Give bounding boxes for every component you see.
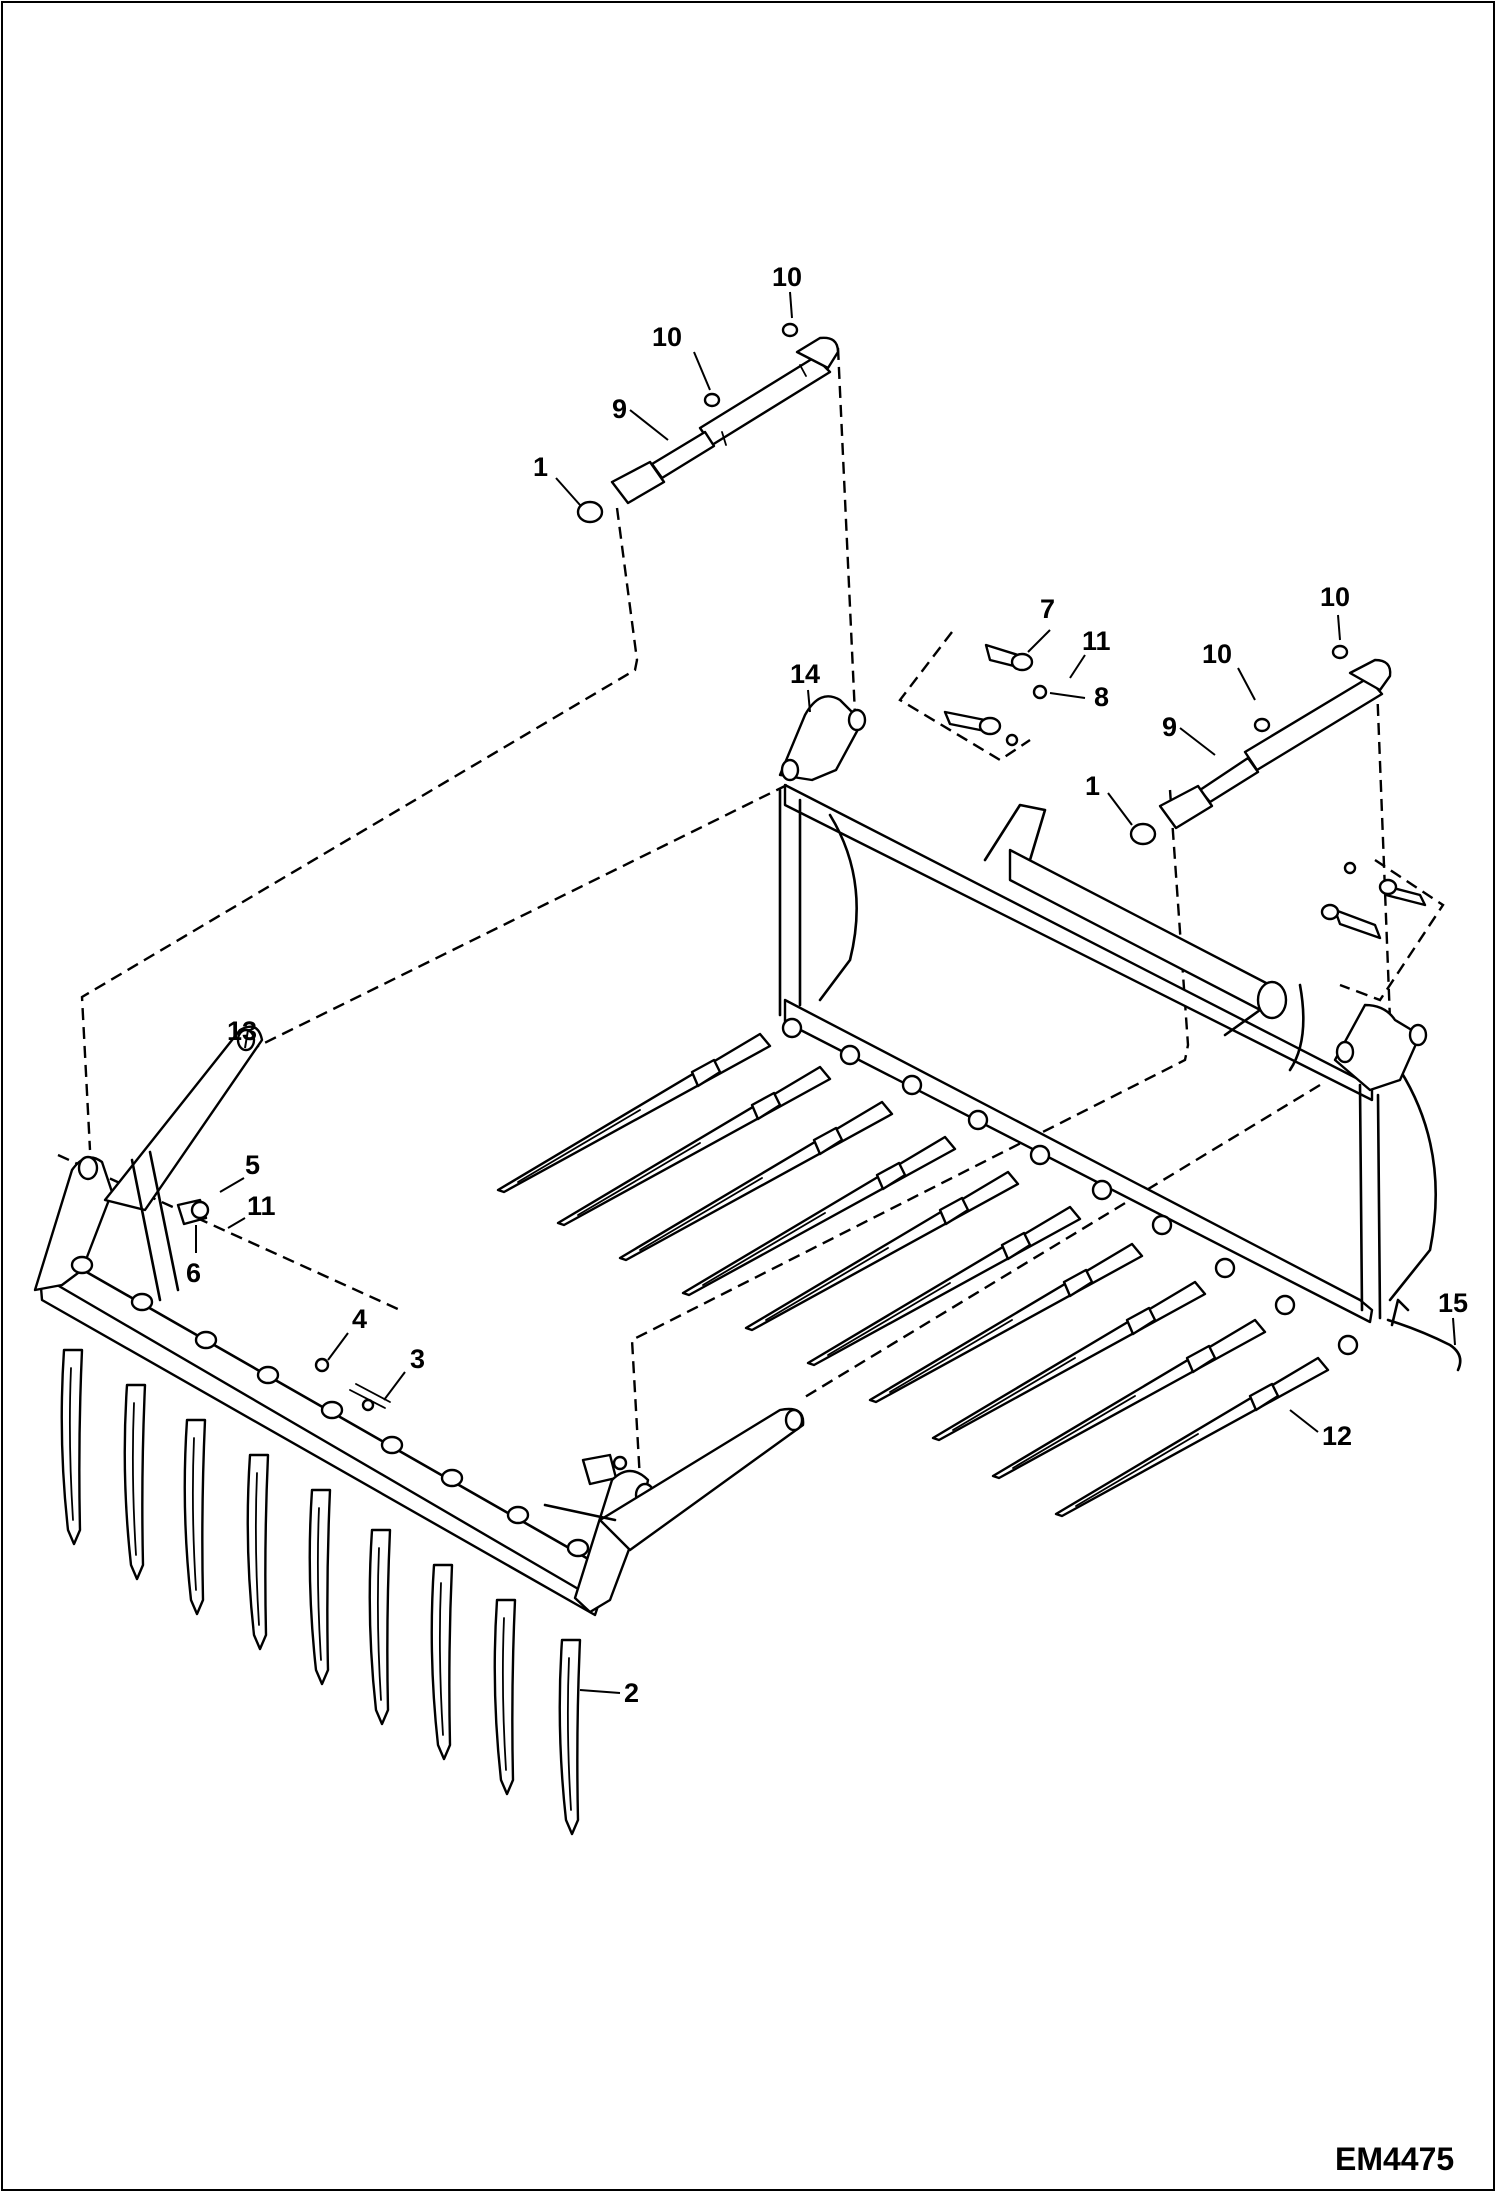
callout-10d: 10 — [1202, 639, 1232, 669]
carrier-frame — [778, 695, 1462, 1372]
hydraulic-cylinder-1 — [576, 322, 840, 524]
callout-10a: 10 — [772, 262, 802, 292]
callout-11a: 11 — [1082, 626, 1111, 656]
frame-tine — [868, 1242, 1144, 1404]
frame-tine — [806, 1205, 1082, 1367]
callout-4: 4 — [352, 1304, 367, 1334]
grapple-tine — [558, 1638, 582, 1836]
callout-10c: 10 — [1320, 582, 1350, 612]
frame-tine — [1054, 1356, 1330, 1518]
grapple-tine — [493, 1598, 517, 1796]
drawing-code: EM4475 — [1335, 2141, 1454, 2177]
grapple-tine — [123, 1383, 147, 1581]
callout-15: 15 — [1438, 1288, 1468, 1318]
frame-tine — [744, 1170, 1020, 1332]
grapple-collars — [70, 1255, 590, 1558]
grapple-tines — [60, 1348, 582, 1836]
frame-tine — [556, 1065, 832, 1227]
grapple-tine — [246, 1453, 270, 1651]
grapple-tine — [183, 1418, 207, 1616]
callout-11b: 11 — [247, 1191, 276, 1221]
washer-1b — [1129, 822, 1157, 846]
callout-5: 5 — [245, 1150, 260, 1180]
frame-tine — [681, 1135, 957, 1297]
grapple-tine — [60, 1348, 84, 1546]
grapple-assembly — [33, 1025, 805, 1617]
alignment-lines — [57, 347, 1445, 1481]
callout-10b: 10 — [652, 322, 682, 352]
callout-3: 3 — [410, 1344, 425, 1374]
pins-hardware — [176, 643, 1427, 1486]
callout-8: 8 — [1094, 682, 1109, 712]
callout-2: 2 — [624, 1678, 639, 1708]
leader-lines — [195, 291, 1456, 1694]
grapple-tine — [430, 1563, 454, 1761]
callout-labels: 10 10 9 1 7 11 8 14 10 10 9 1 13 5 11 6 … — [186, 262, 1468, 1708]
callout-6: 6 — [186, 1258, 201, 1288]
callout-14: 14 — [790, 659, 820, 689]
callout-1b: 1 — [1085, 771, 1100, 801]
grapple-tine — [308, 1488, 332, 1686]
tine-bosses — [781, 1017, 1359, 1356]
callout-9a: 9 — [612, 394, 627, 424]
callout-1a: 1 — [533, 452, 548, 482]
frame-tine — [931, 1280, 1207, 1442]
callout-7: 7 — [1040, 594, 1055, 624]
hydraulic-cylinder-2 — [1129, 644, 1392, 846]
callout-9b: 9 — [1162, 712, 1177, 742]
callout-12: 12 — [1322, 1421, 1352, 1451]
frame-tine — [496, 1032, 772, 1194]
frame-tine — [991, 1318, 1267, 1480]
grapple-tine — [368, 1528, 392, 1726]
frame-tine — [618, 1100, 894, 1262]
callout-13: 13 — [227, 1016, 257, 1046]
frame-tines — [496, 1032, 1330, 1518]
washer-1 — [576, 500, 604, 524]
